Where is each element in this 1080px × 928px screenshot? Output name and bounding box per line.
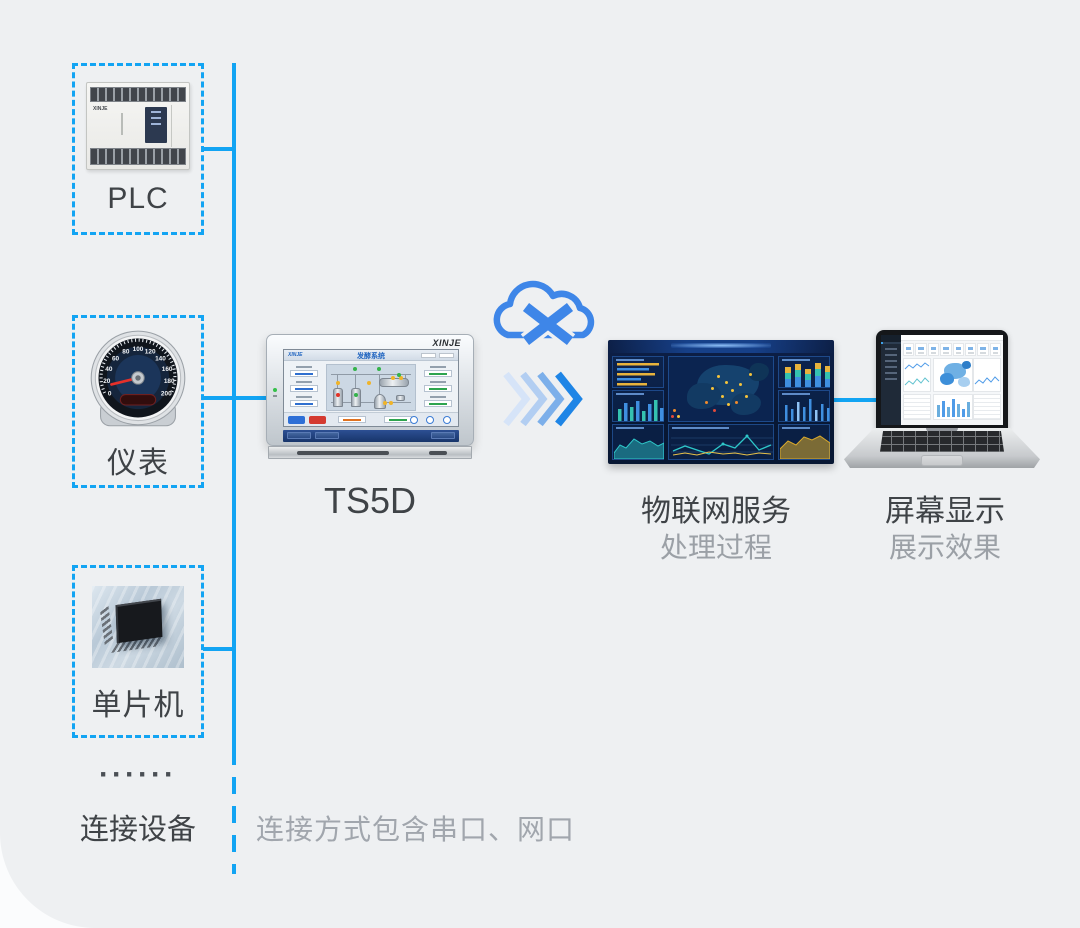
device-box-meter: 0 20 40 60 80 100 120 140 160 180 200 仪表: [72, 315, 204, 488]
svg-text:140: 140: [155, 355, 166, 362]
svg-text:160: 160: [162, 366, 173, 373]
hmi-date-box: [421, 353, 436, 358]
laptop-table-left: [903, 394, 931, 420]
plc-display-panel: [145, 107, 167, 143]
dashboard-map: [668, 356, 774, 422]
hmi-screen-logo: XINJE: [288, 352, 303, 358]
laptop-bar-chart: [933, 394, 973, 420]
hmi-alarm-button: [309, 416, 326, 424]
svg-text:180: 180: [164, 378, 175, 385]
laptop-device: [842, 326, 1042, 474]
dashboard-stacked-panel: [778, 356, 830, 388]
iot-service-subtitle: 处理过程: [659, 532, 772, 563]
device-box-mcu: 单片机: [72, 565, 204, 738]
iot-dashboard: [608, 340, 834, 464]
more-devices-ellipsis: ······: [99, 758, 177, 791]
mcu-label: 单片机: [91, 689, 185, 722]
hmi-power-led: [273, 388, 277, 397]
x-logo: [520, 300, 576, 348]
hmi-nav-button: [431, 432, 455, 439]
plc-device-image: XINJE: [86, 82, 190, 170]
laptop-stat-tiles: [903, 343, 1001, 356]
connection-note: 连接方式包含串口、网口: [256, 814, 576, 845]
hmi-time-box: [439, 353, 454, 358]
hmi-left-panel: [284, 363, 324, 411]
hmi-brand-logo: XINJE: [432, 338, 461, 348]
connector-mcu: [203, 647, 234, 651]
connected-devices-label: 连接设备: [79, 814, 196, 846]
svg-text:100: 100: [133, 346, 144, 353]
hmi-settings-icon: [410, 416, 418, 424]
hmi-nav-button: [315, 432, 339, 439]
plc-brand-text: XINJE: [93, 106, 108, 112]
triple-chevron-right-icon: [503, 371, 583, 427]
dashboard-line-panel: [668, 424, 774, 460]
hmi-screen-title: 发酵系统: [357, 353, 385, 360]
hmi-right-panel: [418, 363, 458, 411]
hmi-button-row: [284, 412, 458, 426]
svg-text:120: 120: [145, 348, 156, 355]
laptop-sidebar: [881, 335, 901, 425]
hmi-lock-button: [288, 416, 305, 424]
hmi-settings-icon: [443, 416, 451, 424]
mcu-chip-image: [92, 586, 184, 668]
cloud-x-icon: [493, 280, 595, 348]
hmi-device: XINJE XINJE 发酵系统: [266, 334, 474, 466]
dashboard-title-bar: [608, 340, 834, 353]
hmi-name-label: TS5D: [323, 480, 417, 521]
laptop-map-tile: [933, 358, 973, 392]
svg-text:20: 20: [103, 378, 111, 385]
laptop-dashboard: [881, 335, 1003, 425]
laptop-base: [844, 428, 1040, 468]
screen-display-subtitle: 展示效果: [888, 532, 1001, 563]
svg-text:80: 80: [122, 348, 130, 355]
connector-meter-hmi: [203, 396, 269, 400]
dashboard-area-panel: [612, 424, 665, 460]
hmi-nav-button: [287, 432, 311, 439]
plc-label: PLC: [107, 182, 169, 215]
hmi-nav-bar: [283, 430, 459, 442]
connector-plc: [203, 147, 234, 151]
meter-label: 仪表: [107, 447, 169, 480]
bus-line-vertical: [232, 63, 236, 748]
laptop-keyboard: [880, 430, 1004, 452]
laptop-hinge: [926, 428, 958, 432]
laptop-screen: [876, 330, 1008, 430]
laptop-table-right: [973, 394, 1001, 420]
laptop-line-chart: [903, 358, 931, 392]
hmi-process-diagram: [326, 364, 416, 411]
gauge-icon: 0 20 40 60 80 100 120 140 160 180 200: [90, 330, 186, 427]
device-box-plc: XINJE PLC: [72, 63, 204, 235]
dashboard-bars-panel: [778, 390, 830, 422]
laptop-line-chart-2: [973, 358, 1001, 392]
hmi-settings-icon: [426, 416, 434, 424]
bus-line-vertical-dashed: [232, 748, 236, 874]
hmi-bezel: XINJE XINJE 发酵系统: [266, 334, 474, 446]
svg-text:40: 40: [105, 366, 113, 373]
dashboard-yellow-area-panel: [778, 424, 831, 460]
laptop-topbar: [901, 335, 1003, 341]
hmi-screen: XINJE 发酵系统: [283, 349, 459, 427]
screen-display-title: 屏幕显示: [885, 495, 1005, 528]
gauge-num-0: 0: [108, 390, 112, 397]
svg-text:60: 60: [112, 355, 120, 362]
dashboard-vbar-panel: [612, 390, 664, 422]
connector-dashboard-laptop: [832, 398, 882, 402]
svg-text:200: 200: [161, 390, 172, 397]
dashboard-hbar-panel: [612, 356, 664, 388]
iot-service-title: 物联网服务: [641, 495, 791, 528]
hmi-base: [268, 446, 472, 459]
laptop-trackpad: [921, 454, 963, 466]
